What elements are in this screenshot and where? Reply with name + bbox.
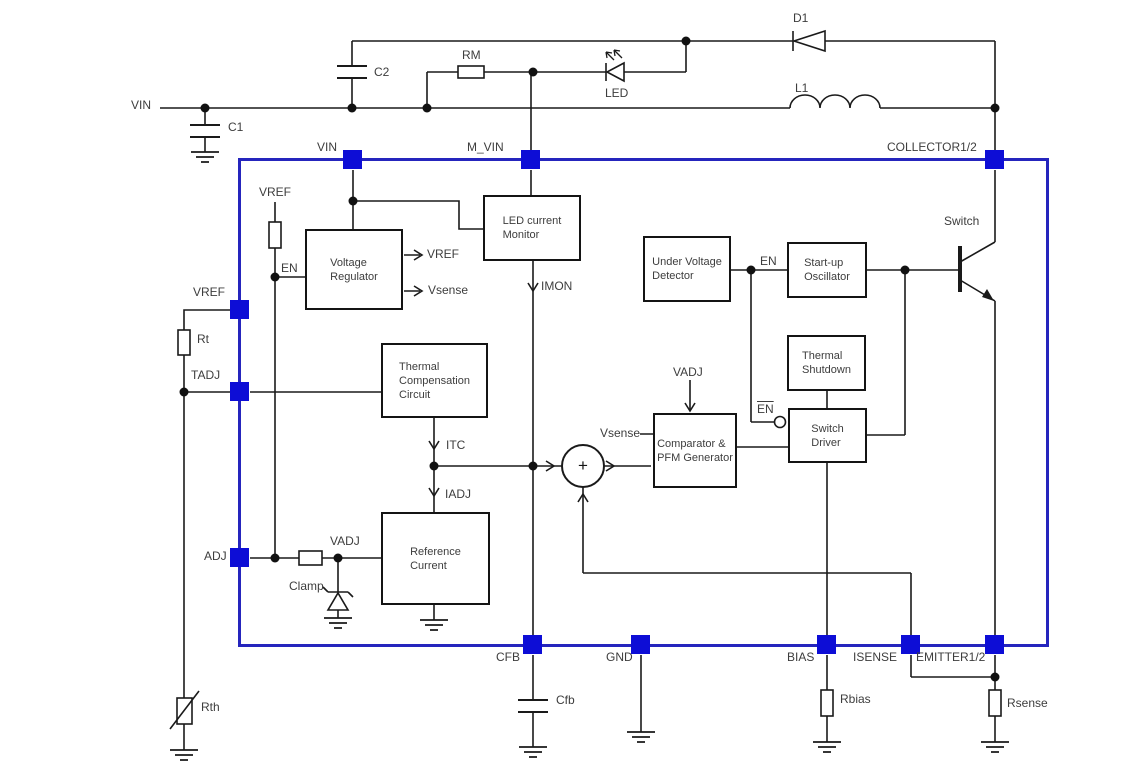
pin-label-bias: BIAS [787, 650, 815, 664]
block-thermal-compensation: Thermal Compensation Circuit [381, 343, 488, 418]
signal-en-bar: EN [757, 402, 774, 416]
label-rth: Rth [201, 700, 220, 714]
label-rm: RM [462, 48, 481, 62]
pin-label-emitter: EMITTER1/2 [916, 650, 986, 664]
summing-plus-sign: + [578, 456, 588, 475]
signal-switch: Switch [944, 214, 980, 228]
pin-label-vref: VREF [193, 285, 226, 299]
junction-dots [179, 36, 1000, 682]
clamp-zener-icon [322, 586, 354, 611]
block-reference-current: Reference Current [381, 512, 490, 605]
signal-en-regulator: EN [281, 261, 298, 275]
pin-collector [985, 150, 1004, 169]
signal-vsense-out: Vsense [428, 283, 469, 297]
signal-vadj-comp: VADJ [673, 365, 703, 379]
pin-isense [901, 635, 920, 654]
pin-adj [230, 548, 249, 567]
label-rsense: Rsense [1007, 696, 1048, 710]
c1-capacitor-icon [190, 124, 220, 138]
signal-arrowheads [413, 249, 696, 503]
signal-en-osc: EN [760, 254, 777, 268]
pin-label-vin: VIN [317, 140, 338, 154]
signal-itc: ITC [446, 438, 466, 452]
wiring [160, 40, 996, 750]
pin-m-vin [521, 150, 540, 169]
pin-label-gnd: GND [606, 650, 633, 664]
signal-vref-internal: VREF [259, 185, 292, 199]
pin-label-isense: ISENSE [853, 650, 898, 664]
label-clamp: Clamp [289, 579, 324, 593]
pin-vref [230, 300, 249, 319]
label-c1: C1 [228, 120, 244, 134]
pin-label-tadj: TADJ [191, 368, 221, 382]
label-l1: L1 [795, 81, 809, 95]
block-led-current-monitor: LED current Monitor [483, 195, 581, 261]
pin-bias [817, 635, 836, 654]
block-under-voltage-detector: Under Voltage Detector [643, 236, 731, 302]
rbias-resistor-icon [820, 689, 834, 717]
ground-symbols [170, 151, 1009, 761]
vref-pullup-resistor-icon [268, 221, 282, 249]
label-rbias: Rbias [840, 692, 871, 706]
c2-capacitor-icon [337, 65, 367, 79]
signal-vsense-comp: Vsense [600, 426, 641, 440]
net-label-vin: VIN [131, 98, 152, 112]
signal-vref-out: VREF [427, 247, 460, 261]
pin-gnd [631, 635, 650, 654]
led-diode-icon [605, 49, 625, 83]
d1-diode-icon [791, 29, 826, 53]
label-c2: C2 [374, 65, 390, 79]
label-rt: Rt [197, 332, 209, 346]
pin-emitter [985, 635, 1004, 654]
block-comparator-pfm: Comparator & PFM Generator [653, 413, 737, 488]
signal-iadj: IADJ [445, 487, 472, 501]
signal-vadj-adj: VADJ [330, 534, 360, 548]
pin-tadj [230, 382, 249, 401]
rt-resistor-icon [177, 329, 191, 356]
pin-label-cfb: CFB [496, 650, 520, 664]
switch-transistor-icon [958, 170, 996, 636]
block-thermal-shutdown: Thermal Shutdown [787, 335, 866, 391]
signal-imon: IMON [541, 279, 573, 293]
pin-label-adj: ADJ [204, 549, 227, 563]
block-startup-oscillator: Start-up Oscillator [787, 242, 867, 298]
pin-label-m-vin: M_VIN [467, 140, 504, 154]
rm-resistor-icon [457, 65, 485, 79]
pin-label-collector: COLLECTOR1/2 [887, 140, 977, 154]
en-inverter-bubble-icon [773, 415, 787, 429]
summing-junction-icon [561, 444, 605, 488]
cfb-capacitor-icon [518, 699, 548, 713]
label-d1: D1 [793, 11, 809, 25]
block-voltage-regulator: Voltage Regulator [305, 229, 403, 310]
label-led: LED [605, 86, 629, 100]
label-cfb-cap: Cfb [556, 693, 575, 707]
l1-inductor-icon [789, 94, 881, 109]
rsense-resistor-icon [988, 689, 1002, 717]
block-switch-driver: Switch Driver [788, 408, 867, 463]
adj-series-resistor-icon [298, 550, 323, 566]
pin-cfb [523, 635, 542, 654]
rth-thermistor-icon [169, 690, 200, 730]
pin-vin [343, 150, 362, 169]
